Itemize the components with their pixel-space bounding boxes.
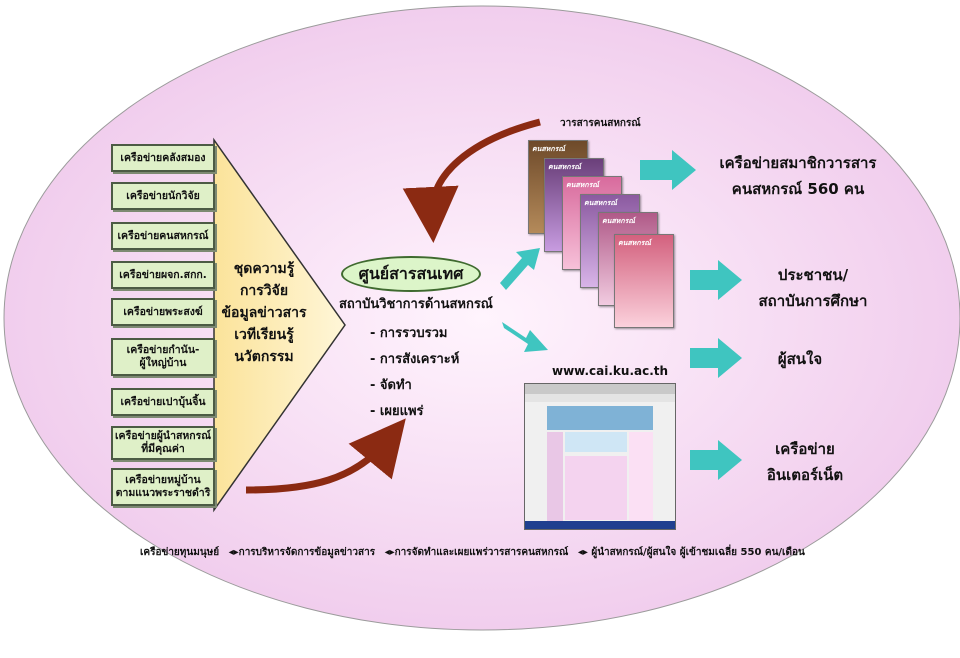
- target-interested: ผู้สนใจ: [777, 350, 823, 368]
- target-internet: เครือข่าย อินเตอร์เน็ต: [766, 440, 844, 484]
- arrow-target-3: [690, 338, 742, 378]
- process-step: - จัดทำ: [370, 378, 412, 393]
- footer-item: ◂▸ ผู้นำสหกรณ์/ผู้สนใจ ผู้เข้าชมเฉลี่ย 5…: [577, 547, 805, 558]
- network-box: เครือข่ายคนสหกรณ์: [111, 222, 215, 250]
- arrow-center-to-journal: [500, 248, 540, 290]
- process-step: - เผยแพร่: [370, 404, 424, 419]
- knowledge-item: ข้อมูลข่าวสาร: [221, 305, 307, 321]
- website-screenshot: [524, 383, 676, 530]
- knowledge-item: นวัตกรรม: [234, 349, 294, 365]
- arrow-target-1: [640, 150, 696, 190]
- footer-item: ◂▸การจัดทำและเผยแพร่วารสารคนสหกรณ์: [384, 547, 569, 558]
- knowledge-set-list: ชุดความรู้ การวิจัย ข้อมูลข่าวสาร เวทีเร…: [216, 258, 312, 368]
- network-box: เครือข่ายนักวิจัย: [111, 182, 215, 210]
- footer-item: ◂▸การบริหารจัดการข้อมูลข่าวสาร: [228, 547, 376, 558]
- network-box: เครือข่ายกำนัน- ผู้ใหญ่บ้าน: [111, 338, 215, 376]
- network-box: เครือข่ายผู้นำสหกรณ์ ที่มีคุณค่า: [111, 426, 215, 460]
- footer-legend: เครือข่ายทุนมนุษย์ ◂▸การบริหารจัดการข้อม…: [140, 545, 900, 560]
- network-box: เครือข่ายเปาบุ้นจิ้น: [111, 388, 215, 416]
- knowledge-item: การวิจัย: [239, 283, 289, 299]
- target-subscribers: เครือข่ายสมาชิกวารสาร คนสหกรณ์ 560 คน: [719, 154, 877, 198]
- information-center-title: ศูนย์สารสนเทศ: [341, 256, 481, 292]
- teal-arrows: [500, 150, 742, 480]
- journal-cover: คนสหกรณ์: [614, 234, 674, 328]
- target-public: ประชาชน/ สถาบันการศึกษา: [758, 266, 868, 310]
- network-box: เครือข่ายคลังสมอง: [111, 144, 215, 172]
- journal-label: วารสารคนสหกรณ์: [560, 118, 641, 129]
- website-url: www.cai.ku.ac.th: [552, 364, 669, 378]
- arrow-target-2: [690, 260, 742, 300]
- knowledge-item: เวทีเรียนรู้: [234, 327, 294, 343]
- network-box: เครือข่ายผจก.สกก.: [111, 261, 215, 289]
- arrow-target-4: [690, 440, 742, 480]
- institute-name: สถาบันวิชาการด้านสหกรณ์: [339, 297, 493, 312]
- knowledge-item: ชุดความรู้: [233, 261, 295, 277]
- footer-item: เครือข่ายทุนมนุษย์: [140, 547, 220, 558]
- network-box: เครือข่ายหมู่บ้าน ตามแนวพระราชดำริ: [111, 468, 215, 506]
- journal-to-center-arrow: [402, 118, 541, 243]
- process-step: - การรวบรวม: [370, 326, 448, 341]
- process-step: - การสังเคราะห์: [370, 352, 460, 367]
- arrow-center-to-web: [502, 322, 548, 352]
- network-box: เครือข่ายพระสงฆ์: [111, 298, 215, 326]
- networks-to-center-arrow: [245, 418, 406, 494]
